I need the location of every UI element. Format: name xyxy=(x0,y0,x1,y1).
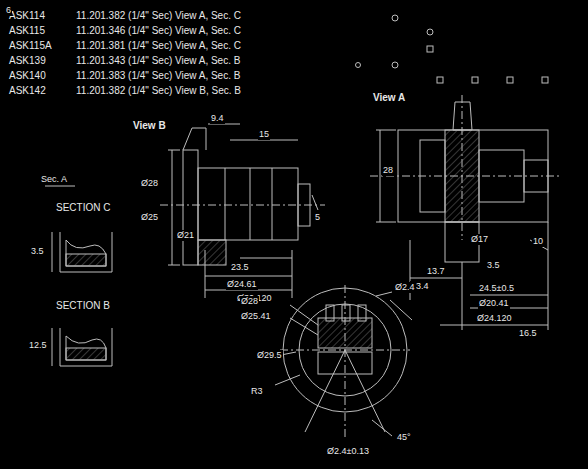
part-spec: 11.201.346 (1/4" Sec) View A, Sec. C xyxy=(75,25,242,37)
part-number: ASK142 xyxy=(8,85,47,97)
dimension: Ø28 xyxy=(140,178,159,189)
dimension: 23.5 xyxy=(230,262,250,273)
part-spec: 11.201.383 (1/4" Sec) View A, Sec. B xyxy=(75,70,241,82)
dimension: Ø25.41 xyxy=(240,311,272,322)
dimension: Ø24.61 xyxy=(226,279,258,290)
dimension: Ø21 xyxy=(176,230,195,241)
dimension: R3 xyxy=(250,386,264,397)
dimension: 28 xyxy=(382,165,394,176)
part-number: ASK140 xyxy=(8,70,47,82)
reference-marks xyxy=(356,15,549,83)
dimension: Ø2.4 xyxy=(394,282,416,293)
view-b xyxy=(160,124,325,298)
part-spec: 11.201.382 (1/4" Sec) View A, Sec. C xyxy=(75,10,242,22)
part-spec: 11.201.382 (1/4" Sec) View B, Sec. B xyxy=(75,85,242,97)
dimension: Ø17 xyxy=(470,234,489,245)
dimension: 10 xyxy=(532,236,544,247)
dimension: Ø2.4±0.13 xyxy=(326,446,370,457)
part-spec: 11.201.343 (1/4" Sec) View A, Sec. B xyxy=(75,55,241,67)
view-title: Sec. A xyxy=(40,174,68,185)
dimension: Ø24.120 xyxy=(476,313,513,324)
dimension: 15 xyxy=(258,129,270,140)
dimension: 6 xyxy=(5,5,12,16)
dimension: Ø29.5 xyxy=(256,350,283,361)
part-spec: 11.201.381 (1/4" Sec) View A, Sec. C xyxy=(75,40,242,52)
part-number: ASK114 xyxy=(8,10,46,22)
dimension: 12.5 xyxy=(28,340,48,351)
dimension: 13.7 xyxy=(426,266,446,277)
dimension: 24.5±0.5 xyxy=(478,283,515,294)
section-details xyxy=(45,186,112,366)
dimension: 9.4 xyxy=(210,113,225,124)
dimension: 45° xyxy=(396,432,412,443)
round-section xyxy=(275,285,412,440)
view-a xyxy=(370,95,560,330)
dimension: 3.5 xyxy=(30,246,45,257)
dimension: 5 xyxy=(314,212,321,223)
view-title: View B xyxy=(132,120,167,131)
dimension: Ø25 xyxy=(140,212,159,223)
part-number: ASK115 xyxy=(8,25,46,37)
dimension: Ø28 xyxy=(240,296,259,307)
dimension: 3.5 xyxy=(486,260,501,271)
dimension: 16.5 xyxy=(518,328,538,339)
part-number: ASK115A xyxy=(8,40,53,52)
view-title: SECTION B xyxy=(55,300,111,312)
dimension: Ø20.41 xyxy=(478,298,510,309)
part-number: ASK139 xyxy=(8,55,47,67)
view-title: View A xyxy=(372,92,406,103)
view-title: SECTION C xyxy=(55,202,111,214)
